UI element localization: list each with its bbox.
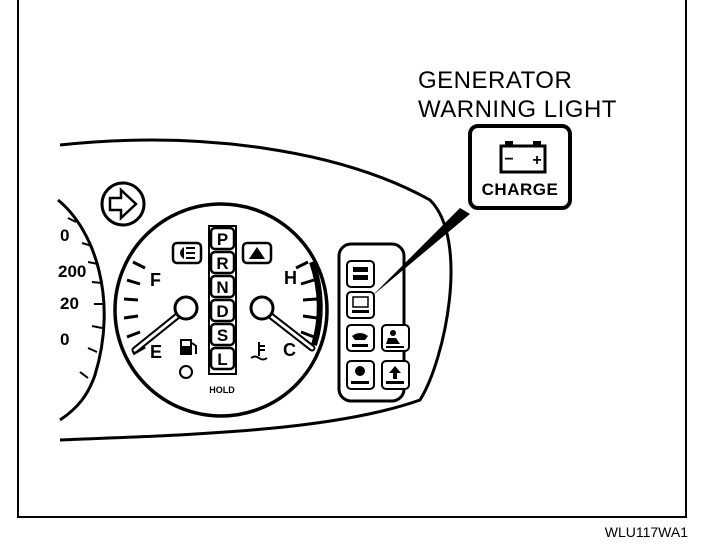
battery-minus: − xyxy=(504,151,513,168)
shift-letter-r: R xyxy=(216,254,228,273)
callout-line-1: GENERATOR xyxy=(418,67,573,94)
fuel-full-label: F xyxy=(150,270,161,290)
speedo-tick-label: 200 xyxy=(58,262,86,281)
hold-label: HOLD xyxy=(209,385,235,395)
figure-frame xyxy=(17,0,687,518)
charge-label: CHARGE xyxy=(481,180,559,199)
callout-pointer xyxy=(372,208,470,296)
shift-letter-n: N xyxy=(216,278,228,297)
callout-line-2: WARNING LIGHT xyxy=(418,96,617,123)
hazard-indicator xyxy=(241,241,273,265)
temp-cold-label: C xyxy=(283,340,296,360)
indicator-lamp-icon xyxy=(179,365,193,379)
shift-letter-d: D xyxy=(216,302,228,321)
battery-icon: − + xyxy=(499,141,547,174)
gauge-letters: F E H C xyxy=(150,268,297,362)
fuel-needle-hub xyxy=(173,295,199,321)
cluster-outline xyxy=(59,138,453,442)
temp-gauge-ticks xyxy=(295,260,318,339)
fuel-gauge-ticks xyxy=(123,260,146,356)
shift-letter-l: L xyxy=(217,350,227,369)
callout-title: GENERATOR WARNING LIGHT xyxy=(418,66,617,124)
temp-hot-zone xyxy=(309,260,323,346)
fuel-empty-label: E xyxy=(150,342,162,362)
speedo-tick-label: 0 xyxy=(60,226,69,245)
fuel-pump-icon xyxy=(180,339,197,355)
coolant-temp-icon xyxy=(250,342,268,361)
speedometer-ticks xyxy=(67,217,104,379)
temp-hot-label: H xyxy=(284,268,297,288)
warning-light-grid xyxy=(346,260,410,390)
tcs-off-light xyxy=(346,260,375,288)
shift-letter-s: S xyxy=(217,326,228,345)
turn-signal-arrow-icon xyxy=(108,187,138,221)
temp-needle-hub xyxy=(249,295,275,321)
figure-code: WLU117WA1 xyxy=(604,524,688,540)
speedo-tick-label: 0 xyxy=(60,330,69,349)
headlight-indicator xyxy=(171,241,203,265)
speedometer-arc xyxy=(57,198,106,422)
generator-warning-light-enlarged: − + CHARGE xyxy=(468,124,572,210)
speedo-tick-label: 20 xyxy=(60,294,79,313)
speedometer-labels: 0 200 20 0 xyxy=(58,226,86,349)
shift-position-column: P R N D S L xyxy=(208,225,237,375)
shift-letter-p: P xyxy=(217,230,228,249)
battery-plus: + xyxy=(532,152,541,169)
